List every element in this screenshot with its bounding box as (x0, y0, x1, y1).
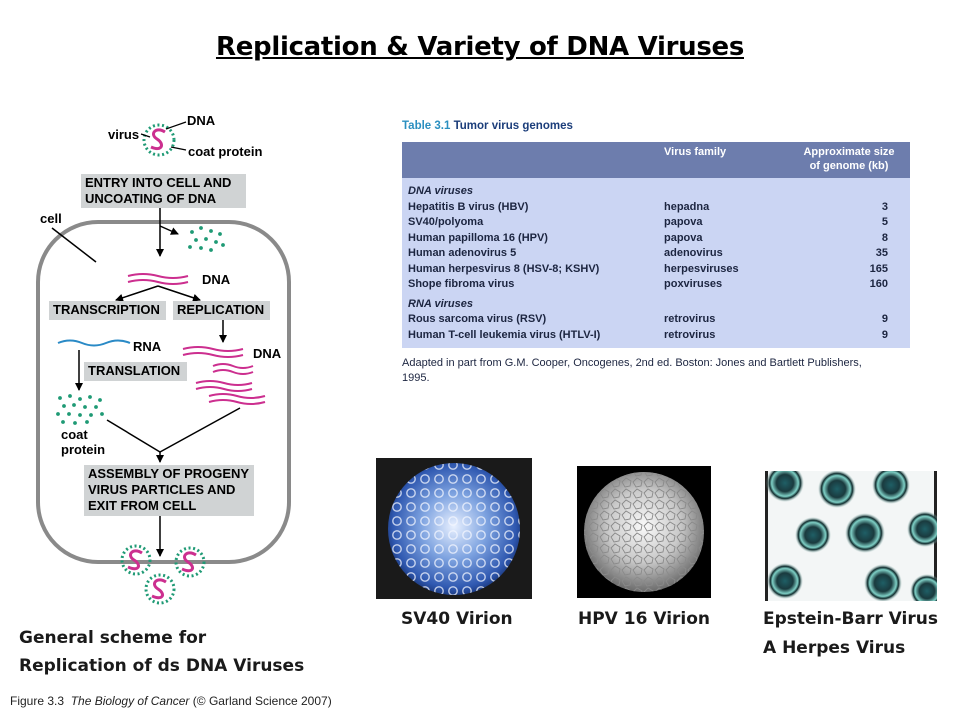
table-caption-text: Tumor virus genomes (453, 120, 573, 132)
step-assembly-box: ASSEMBLY OF PROGENY VIRUS PARTICLES AND … (84, 465, 254, 516)
group-dna-viruses: DNA viruses (402, 178, 910, 200)
sv40-virion-image (376, 458, 532, 599)
step-entry-box: ENTRY INTO CELL AND UNCOATING OF DNA (81, 174, 246, 208)
table-caption: Table 3.1 Tumor virus genomes (402, 120, 912, 132)
figure-credit: Figure 3.3 The Biology of Cancer (© Garl… (10, 694, 332, 708)
sv40-caption: SV40 Virion (401, 609, 513, 629)
label-dna-top: DNA (187, 113, 216, 128)
label-dna-right: DNA (253, 346, 282, 361)
step-entry-line1: ENTRY INTO CELL AND (85, 175, 232, 190)
label-coat-bottom: coat (61, 427, 88, 442)
step-assembly-line3: EXIT FROM CELL (88, 498, 197, 513)
coat-protein-dots-synthesized (56, 394, 104, 425)
table-row: Human T-cell leukemia virus (HTLV-I)retr… (402, 327, 910, 348)
step-assembly-line2: VIRUS PARTICLES AND (88, 482, 236, 497)
label-dna-mid: DNA (202, 272, 231, 287)
step-transcription-box: TRANSCRIPTION (49, 301, 166, 320)
header-family: Virus family (658, 142, 788, 178)
copyright-note: (© Garland Science 2007) (192, 694, 332, 708)
label-virus: virus (108, 127, 140, 142)
rna-strand (57, 339, 131, 347)
progeny-virus-bottom (144, 573, 176, 605)
coat-protein-dots-released (188, 226, 225, 252)
cell-pointer-line (51, 227, 97, 263)
cell-membrane (36, 220, 291, 564)
progeny-virus-left (120, 544, 152, 576)
dna-strands-replicated (182, 346, 266, 405)
scheme-caption-line1: General scheme for (19, 628, 207, 648)
step-entry-line2: UNCOATING OF DNA (85, 191, 217, 206)
table-source-note: Adapted in part from G.M. Cooper, Oncoge… (402, 357, 862, 384)
header-virus (402, 142, 658, 178)
virus-particle-top (142, 123, 176, 157)
ebv-caption-line2: A Herpes Virus (763, 638, 906, 658)
table-row: Human herpesvirus 8 (HSV-8; KSHV)herpesv… (402, 261, 910, 277)
book-title: The Biology of Cancer (70, 694, 190, 708)
label-cell: cell (40, 211, 62, 226)
tumor-virus-genomes-table: Virus family Approximate size of genome … (402, 142, 910, 348)
progeny-virus-right (174, 546, 206, 578)
label-protein-bottom: protein (61, 442, 106, 457)
group-rna-viruses: RNA viruses (402, 292, 910, 312)
figure-number: Figure 3.3 (10, 694, 65, 708)
step-replication-box: REPLICATION (173, 301, 270, 320)
scheme-caption-line2: Replication of ds DNA Viruses (19, 656, 305, 676)
hpv16-caption: HPV 16 Virion (578, 609, 711, 629)
label-rna: RNA (133, 339, 162, 354)
dna-strands-uncoated (127, 273, 189, 285)
scheme-caption: General scheme for Replication of ds DNA… (19, 624, 304, 680)
hpv16-virion-image (577, 466, 711, 598)
table-caption-number: Table 3.1 (402, 120, 451, 132)
header-size: Approximate size of genome (kb) (788, 142, 910, 178)
epstein-barr-virus-image (765, 471, 937, 601)
slide-title: Replication & Variety of DNA Viruses (215, 32, 744, 62)
ebv-caption-line1: Epstein-Barr Virus (763, 609, 938, 629)
tumor-virus-table-figure: Table 3.1 Tumor virus genomes Virus fami… (402, 120, 912, 386)
step-assembly-line1: ASSEMBLY OF PROGENY (88, 466, 250, 481)
step-translation-box: TRANSLATION (84, 362, 187, 381)
label-coat-protein-top: coat protein (188, 144, 263, 159)
